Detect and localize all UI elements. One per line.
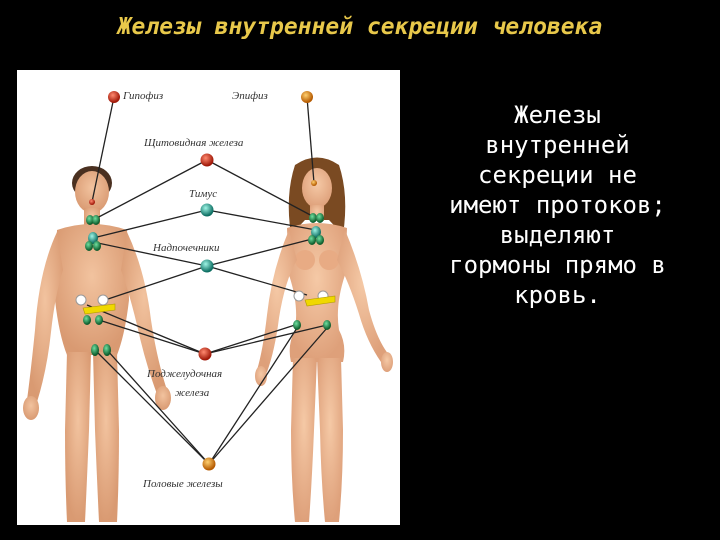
description-line: внутренней xyxy=(485,131,630,159)
label-adrenal: Надпочечники xyxy=(153,242,220,254)
description-line: имеют протоков; xyxy=(449,191,666,219)
slide-title: Железы внутренней секреции человека xyxy=(117,14,603,40)
endocrine-diagram: Гипофиз Эпифиз Щитовидная железа Тимус Н… xyxy=(17,70,400,525)
label-thymus: Тимус xyxy=(189,188,218,200)
male-figure xyxy=(23,166,171,522)
description-line: гормоны прямо в xyxy=(449,251,666,279)
label-thyroid: Щитовидная железа xyxy=(144,137,244,149)
diagram-illustration xyxy=(23,91,393,522)
gland-markers xyxy=(75,180,336,356)
connector-lines xyxy=(86,96,328,465)
description-line: кровь. xyxy=(514,281,601,309)
label-pineal: Эпифиз xyxy=(232,90,268,102)
label-balls xyxy=(108,91,313,471)
label-gonads: Половые железы xyxy=(143,478,223,490)
label-pancreas-line1: Поджелудочная xyxy=(147,368,223,380)
description-line: Железы xyxy=(514,101,601,129)
label-pituitary: Гипофиз xyxy=(123,90,164,102)
label-pancreas-line2: железа xyxy=(175,387,210,399)
description-text: Железы внутренней секреции не имеют прот… xyxy=(405,100,710,310)
female-figure xyxy=(255,157,393,522)
description-line: выделяют xyxy=(499,221,616,249)
description-line: секреции не xyxy=(478,161,637,189)
